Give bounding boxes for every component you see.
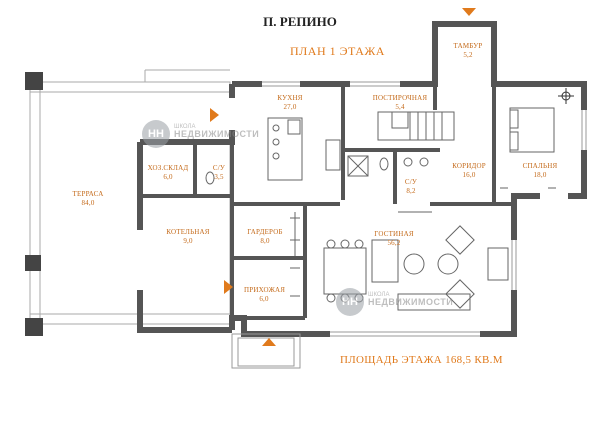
room-area: 3,5	[214, 173, 224, 181]
room-area: 84,0	[81, 199, 95, 207]
watermark-bottom: НН ШКОЛА НЕДВИЖИМОСТИ	[336, 288, 453, 316]
room-area: 18,0	[533, 171, 547, 179]
room-name: КОРИДОР	[452, 162, 486, 170]
room-kitchen: КУХНЯ 27,0	[270, 94, 310, 112]
room-name: ТЕРРАСА	[72, 190, 104, 198]
room-area: 27,0	[283, 103, 297, 111]
interior-walls	[140, 84, 514, 320]
room-area: 6,0	[163, 173, 173, 181]
watermark-line2: НЕДВИЖИМОСТИ	[174, 129, 260, 139]
room-bedroom: СПАЛЬНЯ 18,0	[516, 162, 564, 180]
room-name: ПРИХОЖАЯ	[244, 286, 286, 294]
room-boiler: КОТЕЛЬНАЯ 9,0	[160, 228, 216, 246]
windows	[136, 80, 588, 338]
hangers	[290, 187, 556, 297]
watermark-line1: ШКОЛА	[174, 124, 196, 130]
room-storage: ХОЗ.СКЛАД 6,0	[142, 164, 194, 182]
room-area: 5,4	[395, 103, 405, 111]
room-name: ПОСТИРОЧНАЯ	[372, 94, 428, 102]
room-living: ГОСТИНАЯ 56,2	[372, 230, 416, 248]
room-area: 8,2	[406, 187, 416, 195]
floor-area: ПЛОЩАДЬ ЭТАЖА 168,5 КВ.М	[340, 354, 503, 366]
room-area: 56,2	[387, 239, 401, 247]
room-hall: ПРИХОЖАЯ 6,0	[244, 286, 286, 304]
room-wardrobe: ГАРДЕРОБ 8,0	[242, 228, 288, 246]
compass-icon	[558, 88, 574, 104]
watermark-text: ШКОЛА НЕДВИЖИМОСТИ	[368, 292, 454, 307]
plan-subtitle: ПЛАН 1 ЭТАЖА	[290, 44, 385, 58]
entry-arrows	[210, 8, 476, 346]
room-name: СПАЛЬНЯ	[522, 162, 558, 170]
room-wc1: С/У 3,5	[206, 164, 232, 182]
room-area: 9,0	[183, 237, 193, 245]
room-name: С/У	[404, 178, 418, 186]
bathroom-fixtures	[205, 155, 429, 185]
room-name: ГОСТИНАЯ	[374, 230, 414, 238]
room-wc2: С/У 8,2	[394, 178, 428, 196]
kitchen-island	[267, 117, 341, 181]
window-frames	[262, 81, 587, 337]
room-area: 5,2	[463, 51, 473, 59]
room-name: ХОЗ.СКЛАД	[147, 164, 189, 172]
room-laundry: ПОСТИРОЧНАЯ 5,4	[362, 94, 438, 112]
room-name: ТАМБУР	[453, 42, 483, 50]
watermark-logo: НН	[336, 288, 364, 316]
watermark-line2: НЕДВИЖИМОСТИ	[368, 297, 454, 307]
bed	[509, 107, 555, 153]
room-terrace: ТЕРРАСА 84,0	[58, 190, 118, 208]
room-name: КУХНЯ	[277, 94, 303, 102]
watermark-line1: ШКОЛА	[368, 292, 390, 298]
staircase	[377, 111, 455, 141]
watermark-logo: НН	[142, 120, 170, 148]
room-area: 16,0	[462, 171, 476, 179]
watermark-top: НН ШКОЛА НЕДВИЖИМОСТИ	[142, 120, 259, 148]
room-name: С/У	[212, 164, 226, 172]
room-area: 8,0	[260, 237, 270, 245]
watermark-text: ШКОЛА НЕДВИЖИМОСТИ	[174, 124, 260, 139]
page-title: П. РЕПИНО	[263, 14, 337, 29]
room-vestibule: ТАМБУР 5,2	[444, 42, 492, 60]
room-area: 6,0	[259, 295, 269, 303]
room-name: КОТЕЛЬНАЯ	[166, 228, 210, 236]
room-corridor: КОРИДОР 16,0	[446, 162, 492, 180]
entry-porch	[231, 333, 301, 369]
room-name: ГАРДЕРОБ	[247, 228, 283, 236]
terrace-posts	[25, 72, 43, 336]
